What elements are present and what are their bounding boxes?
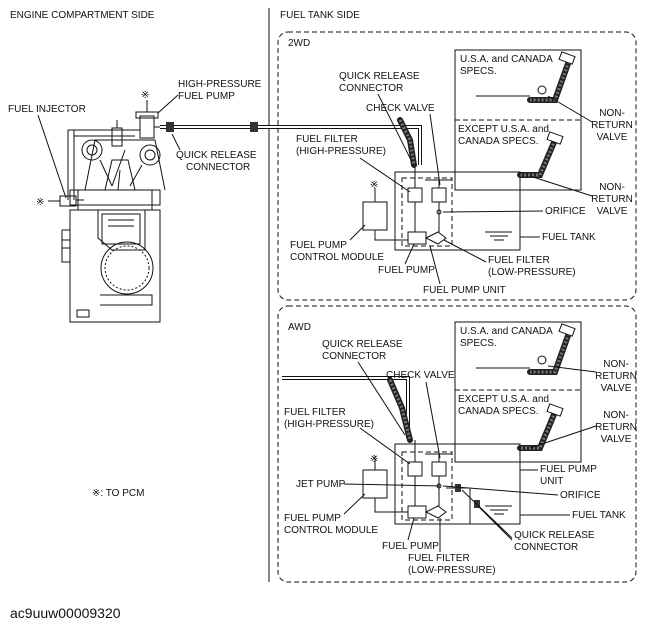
panel-awd-quick-release-1: QUICK RELEASE <box>322 339 403 350</box>
panel-2wd-inset-usa-2: SPECS. <box>460 66 497 77</box>
panel-2wd-nrv-b-3: VALVE <box>597 206 628 217</box>
fuel-injector-label: FUEL INJECTOR <box>8 104 86 115</box>
panel-2wd-filter-hp-1: FUEL FILTER <box>296 134 358 145</box>
panel-awd-title: AWD <box>288 322 311 333</box>
panel-2wd-filter-lp-1: FUEL FILTER <box>488 255 550 266</box>
panel-awd-quick-release-b-2: CONNECTOR <box>514 542 578 553</box>
panel-awd-quick-release-b-1: QUICK RELEASE <box>514 530 595 541</box>
engine-illustration <box>59 111 170 323</box>
panel-2wd-title: 2WD <box>288 38 310 49</box>
panel-awd-inset-usa-2: SPECS. <box>460 338 497 349</box>
panel-awd-asterisk: ※ <box>370 454 378 465</box>
panel-2wd-nrv-a-1: NON- <box>599 108 625 119</box>
panel-2wd-nrv-a-3: VALVE <box>597 132 628 143</box>
panel-2wd-orifice: ORIFICE <box>545 206 586 217</box>
high-pressure-pump-label-1: HIGH-PRESSURE <box>178 79 262 90</box>
panel-2wd-pump-ctrl-2: CONTROL MODULE <box>290 252 384 263</box>
panel-2wd-inset-usa-1: U.S.A. and CANADA <box>460 54 553 65</box>
panel-awd-filter-lp-2: (LOW-PRESSURE) <box>408 565 496 576</box>
panel-2wd-fuel-pump-unit: FUEL PUMP UNIT <box>423 285 506 296</box>
panel-2wd-nrv-a-2: RETURN <box>591 120 633 131</box>
pcm-legend: ※: TO PCM <box>92 488 144 499</box>
panel-awd-fuel-pump: FUEL PUMP <box>382 541 439 552</box>
panel-awd-fuel-tank: FUEL TANK <box>572 510 626 521</box>
panel-awd: AWD U.S.A. and CANADA SPECS. EXCEPT U.S.… <box>277 305 637 583</box>
panel-2wd-inset-except-2: CANADA SPECS. <box>458 136 539 147</box>
panel-awd-check-valve: CHECK VALVE <box>386 370 455 381</box>
panel-2wd-nrv-b-1: NON- <box>599 182 625 193</box>
panel-2wd-nrv-b-2: RETURN <box>591 194 633 205</box>
engine-side-header: ENGINE COMPARTMENT SIDE <box>10 10 155 21</box>
panel-awd-quick-release-2: CONNECTOR <box>322 351 386 362</box>
panel-awd-orifice: ORIFICE <box>560 490 601 501</box>
engine-quick-release-label-2: CONNECTOR <box>186 162 250 173</box>
panel-awd-jet-pump: JET PUMP <box>296 479 346 490</box>
panel-awd-inset-except-2: CANADA SPECS. <box>458 406 539 417</box>
panel-awd-nrv-a-3: VALVE <box>601 383 632 394</box>
panel-2wd-fuel-pump: FUEL PUMP <box>378 265 435 276</box>
pump-pcm-asterisk: ※ <box>141 90 149 101</box>
panel-awd-nrv-b-3: VALVE <box>601 434 632 445</box>
figure-code: ac9uuw00009320 <box>10 605 121 621</box>
high-pressure-pump-label-2: FUEL PUMP <box>178 91 235 102</box>
panel-2wd-asterisk: ※ <box>370 180 378 191</box>
main-fuel-pipe <box>160 122 422 438</box>
engine-quick-release-label-1: QUICK RELEASE <box>176 150 257 161</box>
panel-awd-nrv-a-2: RETURN <box>595 371 637 382</box>
panel-2wd-quick-release-1: QUICK RELEASE <box>339 71 420 82</box>
fuel-tank-side-header: FUEL TANK SIDE <box>280 10 360 21</box>
panel-awd-inset-except-1: EXCEPT U.S.A. and <box>458 394 549 405</box>
panel-awd-fuel-pump-unit-2: UNIT <box>540 476 563 487</box>
panel-awd-filter-hp-2: (HIGH-PRESSURE) <box>284 419 374 430</box>
panel-awd-filter-lp-1: FUEL FILTER <box>408 553 470 564</box>
panel-2wd: 2WD U.S.A. and CANADA SPECS. EXCEPT U.S.… <box>277 31 637 301</box>
panel-awd-nrv-b-1: NON- <box>603 410 629 421</box>
panel-2wd-check-valve: CHECK VALVE <box>366 103 435 114</box>
panel-2wd-pump-ctrl-1: FUEL PUMP <box>290 240 347 251</box>
panel-awd-filter-hp-1: FUEL FILTER <box>284 407 346 418</box>
panel-2wd-filter-lp-2: (LOW-PRESSURE) <box>488 267 576 278</box>
panel-awd-pump-ctrl-1: FUEL PUMP <box>284 513 341 524</box>
panel-awd-nrv-a-1: NON- <box>603 359 629 370</box>
panel-awd-nrv-b-2: RETURN <box>595 422 637 433</box>
panel-awd-pump-ctrl-2: CONTROL MODULE <box>284 525 378 536</box>
panel-awd-fuel-pump-unit-1: FUEL PUMP <box>540 464 597 475</box>
panel-2wd-inset-except-1: EXCEPT U.S.A. and <box>458 124 549 135</box>
panel-2wd-filter-hp-2: (HIGH-PRESSURE) <box>296 146 386 157</box>
injector-pcm-asterisk: ※ <box>36 197 44 208</box>
panel-awd-inset-usa-1: U.S.A. and CANADA <box>460 326 553 337</box>
panel-2wd-quick-release-2: CONNECTOR <box>339 83 403 94</box>
panel-2wd-fuel-tank: FUEL TANK <box>542 232 596 243</box>
